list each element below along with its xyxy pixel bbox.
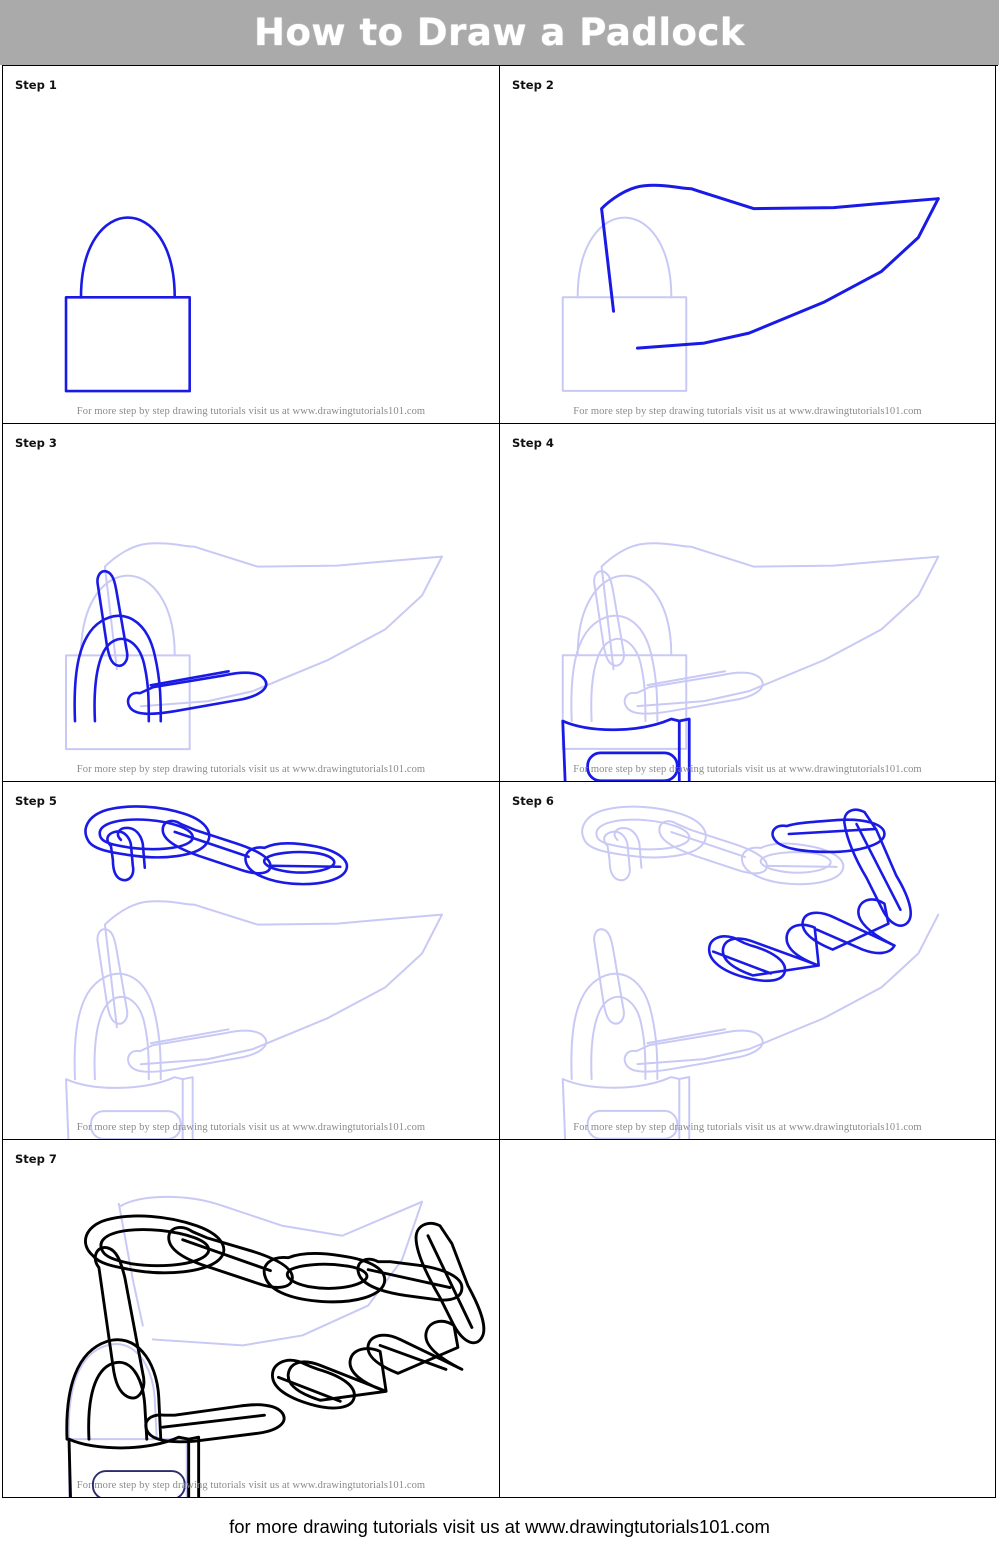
final-chain-link-8-inner-line <box>276 1375 342 1403</box>
chain-link-3-inner-line <box>173 830 250 859</box>
final-lock-body-icon <box>67 1435 191 1497</box>
step-panel-1[interactable]: Step 1 For more step by step drawing tut… <box>3 66 500 424</box>
final-chain-link-9-icon <box>144 1403 286 1444</box>
final-lock-body-side-icon <box>187 1435 201 1497</box>
link-inner-line-a <box>149 670 230 687</box>
step-label-4: Step 4 <box>512 436 554 450</box>
upper-chain-links-active <box>84 805 349 886</box>
final-chain-link-2-inner-line <box>181 1238 272 1273</box>
final-chain-link-3-inner-icon <box>285 1262 369 1290</box>
final-chain-link-8-icon <box>270 1358 356 1410</box>
previous-steps-guide <box>65 542 443 751</box>
final-shackle-inner-icon <box>87 1360 149 1441</box>
previous-steps-guide <box>561 542 940 750</box>
chain-link-3-icon <box>161 819 272 875</box>
lock-body-front-icon <box>561 717 681 781</box>
step-label-7: Step 7 <box>15 1152 57 1166</box>
steps-grid: Step 1 For more step by step drawing tut… <box>2 65 998 1498</box>
step-drawing-7 <box>3 1140 499 1497</box>
previous-steps-guide <box>65 900 443 1139</box>
padlock-outline-active <box>64 216 191 393</box>
step-drawing-5 <box>3 782 499 1139</box>
shackle-inner-arc-icon <box>93 637 151 723</box>
step-panel-5[interactable]: Step 5 <box>3 782 500 1140</box>
final-chain-link-7-icon <box>286 1347 388 1402</box>
chain-link-1-inner-icon <box>98 818 194 851</box>
panel-footer-2: For more step by step drawing tutorials … <box>573 406 922 417</box>
panel-footer-4: For more step by step drawing tutorials … <box>573 764 922 775</box>
previous-steps-guide <box>561 805 940 1139</box>
step-label-2: Step 2 <box>512 78 554 92</box>
chain-path-guide-active <box>600 183 940 350</box>
panel-footer-7: For more step by step drawing tutorials … <box>76 1480 426 1491</box>
step-drawing-4 <box>500 424 995 781</box>
page-header: How to Draw a Padlock <box>0 0 999 65</box>
step-panel-6[interactable]: Step 6 <box>500 782 996 1140</box>
chain-link-2-icon <box>106 830 135 882</box>
final-chain-link-4-inner-line <box>366 1268 452 1290</box>
keyhole-slot-icon <box>586 751 679 781</box>
page-footer-text: for more drawing tutorials visit us at w… <box>229 1516 770 1537</box>
chain-link-4-inner-line <box>269 864 342 869</box>
chain-upper-guide-line <box>600 183 940 313</box>
chain-link-7-tail <box>815 928 896 955</box>
final-chain-link-5-inner-line <box>426 1234 474 1329</box>
final-chain-link-4-icon <box>356 1257 464 1302</box>
panel-footer-1: For more step by step drawing tutorials … <box>76 406 426 417</box>
step-panel-4[interactable]: Step 4 <box>500 424 996 782</box>
step-drawing-3 <box>3 424 499 781</box>
panel-footer-6: For more step by step drawing tutorials … <box>573 1122 922 1133</box>
chain-link-4-icon <box>244 842 349 886</box>
shackle-and-first-links-active <box>73 569 268 723</box>
step-panel-3[interactable]: Step 3 <box>3 424 500 782</box>
final-chain-link-9-inner-line <box>161 1413 266 1429</box>
chain-link-9-icon <box>707 935 787 983</box>
chain-link-7-icon <box>801 898 896 951</box>
final-shackle-outer-icon <box>65 1338 163 1441</box>
step-label-1: Step 1 <box>15 78 57 92</box>
step-drawing-1 <box>3 66 499 423</box>
vertical-link-icon <box>96 569 129 667</box>
panel-footer-5: For more step by step drawing tutorials … <box>76 1122 426 1133</box>
step-drawing-2 <box>500 66 995 423</box>
step-label-6: Step 6 <box>512 794 554 808</box>
horizontal-link-icon <box>126 671 268 716</box>
chain-link-2-inner-icon <box>116 826 147 870</box>
chain-link-6-inner-line <box>855 822 902 911</box>
chain-link-6-icon <box>843 808 912 927</box>
shackle-arc-icon <box>79 216 177 299</box>
descending-chain-links-active <box>707 808 912 983</box>
page-footer: for more drawing tutorials visit us at w… <box>0 1498 999 1556</box>
final-chain-link-6-inner-line <box>378 1343 448 1371</box>
final-padlock-with-chain <box>65 1214 486 1497</box>
step-panel-2[interactable]: Step 2 For more step by step drawing tut… <box>500 66 996 424</box>
final-keyhole-slot-icon <box>91 1470 186 1497</box>
panel-footer-3: For more step by step drawing tutorials … <box>76 764 426 775</box>
lock-body-active <box>561 717 691 781</box>
chain-link-9-inner-line <box>711 950 773 975</box>
step-label-5: Step 5 <box>15 794 57 808</box>
padlock-outline-guide <box>561 216 688 392</box>
chain-lower-guide-line <box>635 197 940 350</box>
lock-body-side-icon <box>677 717 691 781</box>
step-panel-7[interactable]: Step 7 <box>3 1140 500 1498</box>
step-panel-empty <box>500 1140 996 1498</box>
chain-link-4-inner-icon <box>262 850 336 874</box>
final-chain-link-6-icon <box>366 1319 464 1375</box>
final-chain-link-2-icon <box>167 1226 294 1289</box>
page-title: How to Draw a Padlock <box>254 11 745 54</box>
final-chain-link-3-icon <box>262 1252 387 1304</box>
chain-link-8-icon <box>721 923 821 977</box>
step-label-3: Step 3 <box>15 436 57 450</box>
step-drawing-6 <box>500 782 995 1139</box>
lock-body-icon <box>64 296 191 393</box>
